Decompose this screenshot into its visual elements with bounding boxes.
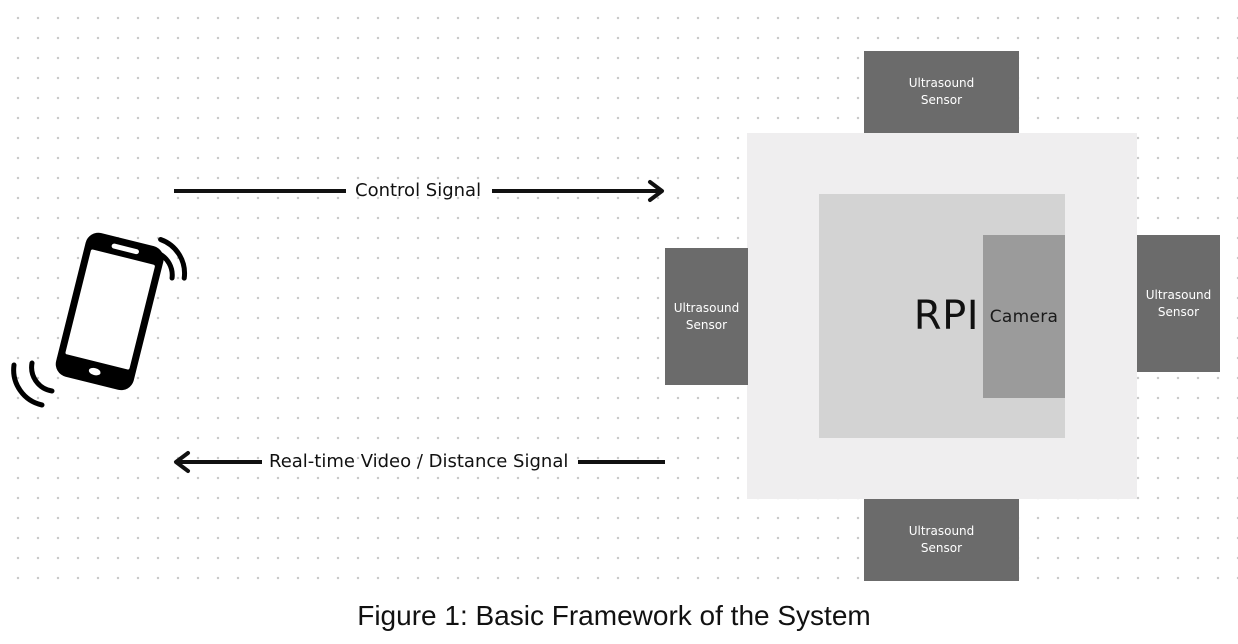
signal-arrows	[174, 180, 665, 473]
smartphone-vibrating-icon	[8, 215, 208, 415]
return-signal-arrow	[174, 451, 665, 473]
ultrasound-sensor-right: Ultrasound Sensor	[1137, 235, 1220, 372]
ultrasound-sensor-left: Ultrasound Sensor	[665, 248, 748, 385]
control-signal-label: Control Signal	[355, 180, 482, 201]
control-signal-arrow	[174, 180, 664, 202]
sensor-label-top: Ultrasound Sensor	[908, 76, 975, 107]
sensor-label-bottom: Ultrasound Sensor	[908, 524, 975, 555]
figure-caption: Figure 1: Basic Framework of the System	[357, 600, 871, 631]
camera-label: Camera	[989, 306, 1059, 327]
ultrasound-sensor-top: Ultrasound Sensor	[864, 51, 1019, 133]
rpi-label: RPI	[913, 293, 979, 339]
sensor-label-left: Ultrasound Sensor	[673, 300, 740, 332]
sensor-label-right: Ultrasound Sensor	[1145, 287, 1212, 319]
camera-block: Camera	[983, 235, 1065, 398]
ultrasound-sensor-bottom: Ultrasound Sensor	[864, 499, 1019, 581]
return-signal-label: Real-time Video / Distance Signal	[269, 451, 569, 472]
